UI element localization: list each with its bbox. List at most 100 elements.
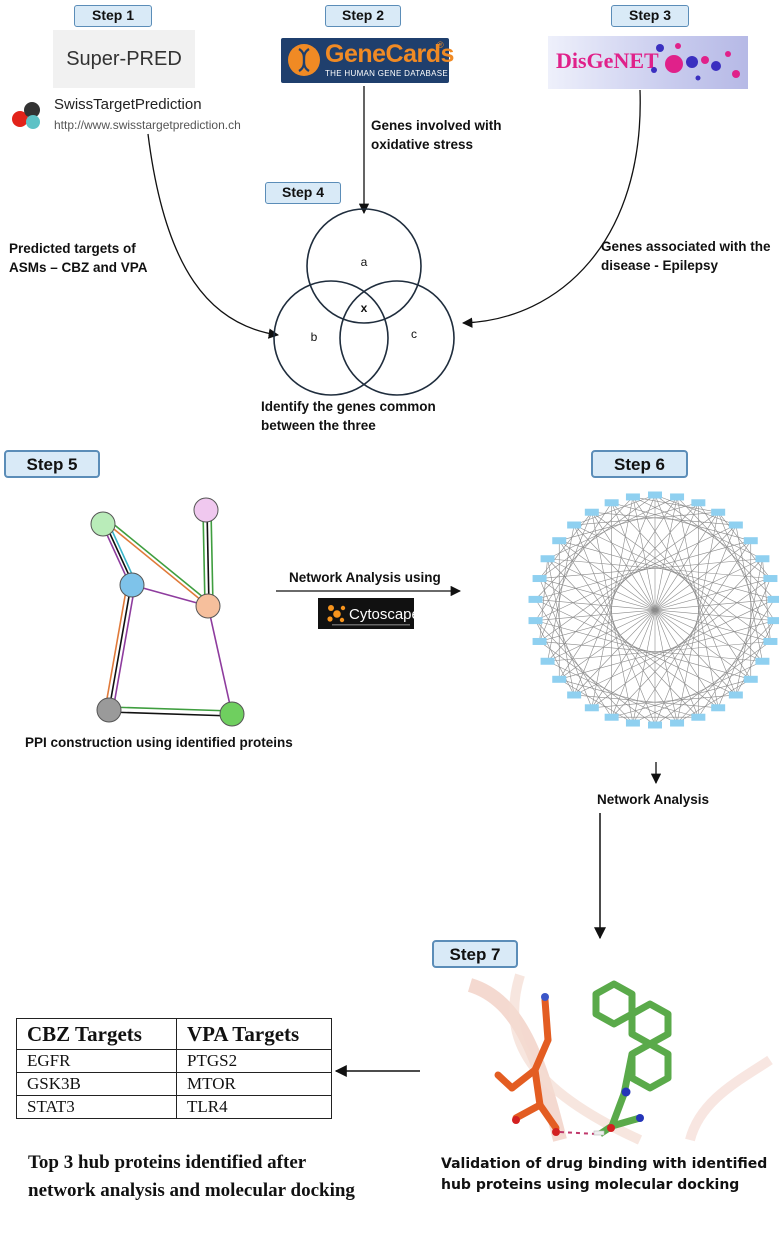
network-node bbox=[567, 521, 582, 529]
network-edge bbox=[591, 694, 736, 709]
cytoscape-text: Cytoscape bbox=[349, 606, 420, 623]
step-4-badge: Step 4 bbox=[265, 182, 341, 204]
genecards-logo: GeneCards ® THE HUMAN GENE DATABASE bbox=[281, 38, 454, 83]
network-node bbox=[743, 675, 758, 683]
network-edge bbox=[611, 502, 763, 662]
table-cell: MTOR bbox=[176, 1072, 332, 1096]
ppi-node-gray bbox=[96, 697, 122, 723]
venn-label-b: b bbox=[311, 330, 318, 344]
network-edge bbox=[547, 641, 771, 662]
network-edge bbox=[539, 578, 593, 708]
network-edge bbox=[676, 496, 719, 708]
network-edge bbox=[535, 599, 736, 696]
predicted-targets-label: Predicted targets of ASMs – CBZ and VPA bbox=[9, 241, 148, 275]
network-node bbox=[625, 719, 640, 727]
swiss-logo: SwissTargetPrediction http://www.swissta… bbox=[10, 96, 272, 136]
venn-circle-c bbox=[339, 280, 455, 396]
table-header-vpa: VPA Targets bbox=[176, 1018, 332, 1050]
network-edge bbox=[539, 512, 593, 642]
network-edge bbox=[735, 524, 763, 662]
network-node bbox=[728, 691, 743, 699]
swiss-name: SwissTargetPrediction bbox=[54, 96, 202, 113]
network-analysis-label: Network Analysis bbox=[596, 792, 710, 807]
network-edge bbox=[535, 524, 736, 621]
step-7-badge: Step 7 bbox=[432, 940, 518, 968]
network-edge bbox=[676, 620, 775, 724]
venn-circle-b bbox=[273, 280, 389, 396]
network-edge bbox=[573, 524, 656, 726]
network-edge bbox=[558, 496, 678, 680]
network-edge bbox=[632, 496, 719, 513]
swiss-molecule-icon bbox=[12, 102, 40, 129]
ppi-node-blue bbox=[119, 572, 145, 598]
network-edge bbox=[559, 620, 775, 680]
ppi-network bbox=[102, 509, 233, 717]
network-edge bbox=[539, 578, 719, 709]
network-edge bbox=[547, 524, 575, 662]
arrow-step1-to-venn bbox=[147, 133, 280, 339]
network-node bbox=[604, 713, 619, 721]
table-cell: PTGS2 bbox=[176, 1049, 332, 1073]
network-edge bbox=[559, 502, 699, 541]
network-edge bbox=[654, 494, 771, 579]
network-edge bbox=[574, 694, 719, 709]
network-node bbox=[711, 508, 726, 516]
network-node bbox=[532, 637, 547, 645]
table-cell: STAT3 bbox=[16, 1095, 177, 1119]
table-header-row: CBZ Targets VPA Targets bbox=[16, 1018, 332, 1050]
cbz-ligand bbox=[592, 980, 672, 1137]
network-edge bbox=[535, 620, 751, 680]
docking-validation-note: Validation of drug binding with identifi… bbox=[441, 1156, 768, 1193]
table-row: GSK3B MTOR bbox=[16, 1072, 332, 1096]
network-node bbox=[670, 719, 685, 727]
network-edge bbox=[632, 540, 752, 724]
network-edge bbox=[654, 641, 771, 726]
table-row: EGFR PTGS2 bbox=[16, 1049, 332, 1073]
network-edge bbox=[539, 511, 719, 642]
network-edge bbox=[611, 679, 751, 718]
superpred-logo-text: Super-PRED bbox=[66, 47, 182, 70]
disease-genes-label: Genes associated with the disease - Epil… bbox=[601, 239, 771, 273]
network-edge bbox=[591, 578, 771, 709]
network-edge bbox=[547, 558, 771, 579]
step-2-badge: Step 2 bbox=[325, 5, 401, 27]
swiss-url: http://www.swisstargetprediction.ch bbox=[54, 118, 241, 132]
disgenet-logo: DisGeNET bbox=[548, 36, 748, 89]
network-edge bbox=[559, 679, 699, 718]
cytoscape-logo: Cytoscape bbox=[318, 598, 420, 629]
network-node bbox=[743, 537, 758, 545]
network-edge bbox=[535, 620, 634, 724]
network-edge bbox=[717, 512, 771, 642]
dna-icon bbox=[288, 44, 320, 76]
network-node bbox=[552, 675, 567, 683]
vpa-ligand bbox=[494, 996, 560, 1132]
network-edge bbox=[547, 496, 678, 560]
network-edge bbox=[573, 494, 656, 696]
network-edge bbox=[559, 540, 775, 600]
network-edge bbox=[591, 511, 736, 526]
network-edge bbox=[591, 512, 634, 724]
ppi-nodes bbox=[90, 497, 245, 727]
table-cell: EGFR bbox=[16, 1049, 177, 1073]
network-edge bbox=[698, 599, 775, 718]
table-row: STAT3 TLR4 bbox=[16, 1095, 332, 1119]
venn-circle-a bbox=[306, 208, 422, 324]
network-node bbox=[528, 595, 543, 603]
network-node bbox=[528, 617, 543, 625]
network-node bbox=[691, 499, 706, 507]
network-graph bbox=[528, 491, 779, 729]
network-edge bbox=[632, 496, 752, 680]
network-edge bbox=[535, 540, 751, 600]
network-edge bbox=[735, 558, 763, 696]
ppi-construction-label: PPI construction using identified protei… bbox=[25, 735, 293, 750]
network-node bbox=[532, 575, 547, 583]
venn-label-a: a bbox=[361, 255, 368, 269]
network-edge bbox=[547, 660, 678, 724]
network-node bbox=[691, 713, 706, 721]
network-edge bbox=[535, 620, 575, 696]
network-edge bbox=[717, 578, 771, 708]
network-edge bbox=[539, 641, 656, 726]
venn-label-x: x bbox=[361, 301, 368, 315]
network-edge bbox=[574, 511, 719, 526]
network-edge bbox=[611, 502, 751, 541]
